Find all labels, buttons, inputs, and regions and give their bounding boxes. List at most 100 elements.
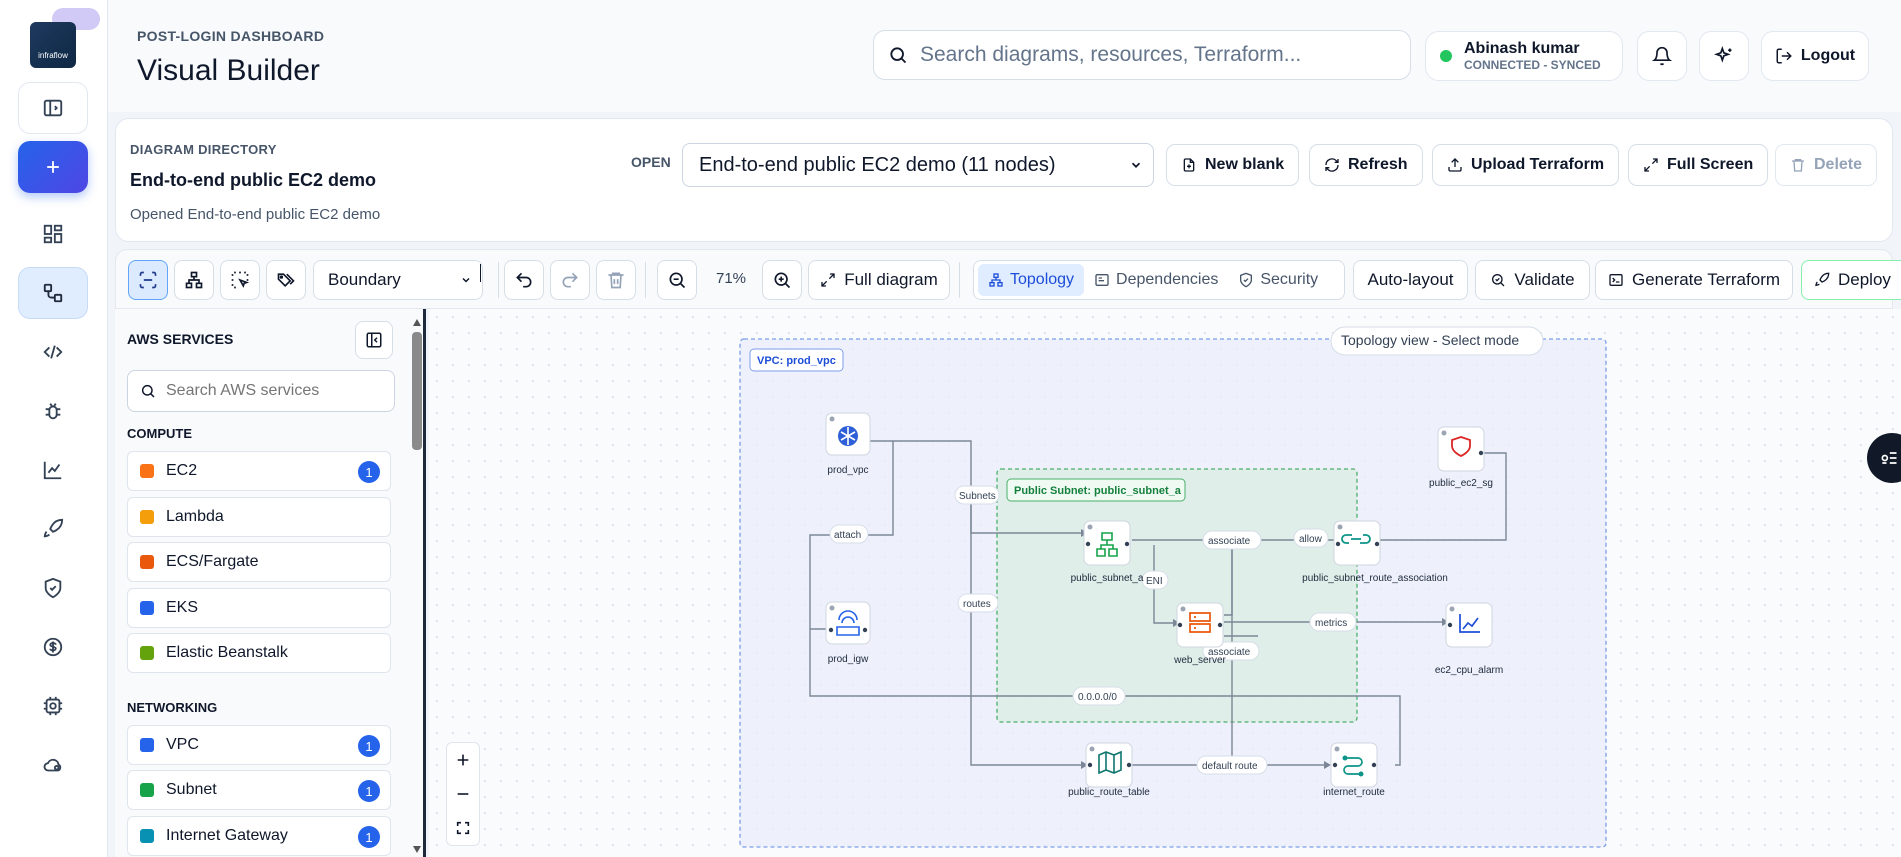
toolbar-divider bbox=[959, 262, 960, 298]
edge-label-eni: ENI bbox=[1146, 576, 1163, 587]
service-item-elastic-beanstalk[interactable]: Elastic Beanstalk bbox=[127, 633, 391, 673]
undo-button[interactable] bbox=[504, 260, 544, 300]
user-name: Abinash kumar bbox=[1464, 40, 1580, 57]
toggle-sidebar-button[interactable] bbox=[18, 82, 88, 134]
diagram-canvas[interactable]: VPC: prod_vpc Topology view - Select mod… bbox=[429, 309, 1901, 857]
service-item-lambda[interactable]: Lambda bbox=[127, 497, 391, 537]
logo-text: infraflow bbox=[38, 51, 68, 60]
redo-button[interactable] bbox=[550, 260, 590, 300]
floating-action-button[interactable] bbox=[1867, 433, 1901, 483]
tag-tool-button[interactable] bbox=[266, 260, 306, 300]
deploy-button[interactable]: Deploy bbox=[1801, 260, 1901, 300]
upload-terraform-button[interactable]: Upload Terraform bbox=[1432, 144, 1620, 186]
panel-scrollbar[interactable] bbox=[412, 316, 422, 856]
node-public-subnet-route-association[interactable]: public_subnet_route_association bbox=[1302, 520, 1448, 584]
nav-visual-builder[interactable] bbox=[18, 267, 88, 319]
zoom-in-button[interactable] bbox=[762, 260, 802, 300]
nav-debug[interactable] bbox=[18, 385, 88, 437]
aws-services-search[interactable] bbox=[127, 370, 395, 412]
subnet-boundary[interactable] bbox=[996, 468, 1358, 723]
search-input[interactable] bbox=[920, 43, 1390, 67]
diagram-select[interactable]: End-to-end public EC2 demo (11 nodes) bbox=[682, 143, 1154, 187]
global-search[interactable] bbox=[873, 30, 1411, 80]
node-internet-route[interactable]: internet_route bbox=[1323, 742, 1385, 798]
service-item-eks[interactable]: EKS bbox=[127, 588, 391, 628]
tab-topology-label: Topology bbox=[1010, 271, 1075, 288]
new-blank-button[interactable]: New blank bbox=[1166, 144, 1300, 186]
node-prod-igw[interactable]: prod_igw bbox=[825, 601, 871, 665]
node-public-subnet-a[interactable]: public_subnet_a bbox=[1071, 520, 1144, 584]
node-label: internet_route bbox=[1323, 787, 1385, 798]
nav-security[interactable] bbox=[18, 562, 88, 614]
nav-analytics[interactable] bbox=[18, 444, 88, 496]
node-public-route-table[interactable]: public_route_table bbox=[1068, 742, 1150, 798]
nav-dashboard[interactable] bbox=[18, 208, 88, 260]
ai-assist-button[interactable] bbox=[1699, 31, 1749, 81]
view-mode-pill bbox=[1330, 326, 1544, 356]
user-status-card[interactable]: Abinash kumar CONNECTED - SYNCED bbox=[1425, 31, 1623, 81]
node-label: public_subnet_route_association bbox=[1302, 573, 1448, 584]
tab-topology[interactable]: Topology bbox=[978, 264, 1085, 296]
boundary-select[interactable]: Boundary bbox=[313, 260, 483, 300]
scrollbar-graphic bbox=[412, 319, 422, 853]
delete-node-button[interactable] bbox=[596, 260, 636, 300]
code-icon bbox=[43, 345, 63, 359]
aws-services-search-input[interactable] bbox=[166, 382, 386, 400]
create-button[interactable] bbox=[18, 141, 88, 193]
node-ec2-cpu-alarm[interactable]: ec2_cpu_alarm bbox=[1435, 602, 1503, 676]
arrowhead bbox=[1324, 761, 1331, 769]
fit-view-button[interactable] bbox=[447, 811, 479, 845]
marquee-tool-button[interactable] bbox=[220, 260, 260, 300]
search-icon bbox=[141, 384, 155, 398]
trash-icon bbox=[1792, 159, 1804, 172]
nav-code[interactable] bbox=[18, 326, 88, 378]
node-public-ec2-sg[interactable]: public_ec2_sg bbox=[1429, 426, 1493, 489]
rocket-icon bbox=[43, 518, 64, 538]
tab-dependencies[interactable]: Dependencies bbox=[1084, 264, 1228, 296]
networking-section-title: NETWORKING bbox=[127, 700, 218, 715]
edge-vpc-igw bbox=[809, 441, 894, 630]
chevron-down-icon bbox=[1131, 162, 1141, 168]
app-logo[interactable]: infraflow bbox=[30, 22, 76, 68]
tab-dependencies-label: Dependencies bbox=[1116, 271, 1219, 288]
logout-icon bbox=[1776, 48, 1792, 64]
node-prod-vpc[interactable]: prod_vpc bbox=[825, 412, 871, 476]
rocket-icon bbox=[1815, 272, 1830, 287]
service-color-swatch bbox=[140, 829, 154, 843]
nav-cost[interactable] bbox=[18, 621, 88, 673]
full-diagram-button[interactable]: Full diagram bbox=[808, 260, 950, 300]
diagram-status: Opened End-to-end public EC2 demo bbox=[130, 206, 381, 223]
expand-icon bbox=[1644, 158, 1658, 172]
connect-tool-button[interactable] bbox=[174, 260, 214, 300]
refresh-button[interactable]: Refresh bbox=[1309, 144, 1423, 186]
canvas-toolbar: Boundary 71% Full diagram Topology Depen… bbox=[115, 249, 1901, 309]
edge-label-default-route: default route bbox=[1202, 761, 1258, 772]
service-label: ECS/Fargate bbox=[166, 553, 259, 570]
canvas-zoom-in-button[interactable] bbox=[447, 743, 479, 777]
zoom-out-button[interactable] bbox=[657, 260, 697, 300]
auto-layout-button[interactable]: Auto-layout bbox=[1353, 260, 1468, 300]
service-count-badge: 1 bbox=[358, 461, 380, 483]
node-web-server[interactable]: web_server bbox=[1173, 602, 1227, 666]
validate-button[interactable]: Validate bbox=[1475, 260, 1590, 300]
select-tool-button[interactable] bbox=[128, 260, 168, 300]
generate-terraform-button[interactable]: Generate Terraform bbox=[1595, 260, 1793, 300]
marquee-pointer-icon bbox=[231, 271, 250, 289]
full-screen-button[interactable]: Full Screen bbox=[1628, 144, 1769, 186]
nav-settings[interactable] bbox=[18, 680, 88, 732]
collapse-panel-button[interactable] bbox=[355, 321, 393, 359]
nav-deploy[interactable] bbox=[18, 503, 88, 555]
node-label: public_route_table bbox=[1068, 787, 1150, 798]
notifications-button[interactable] bbox=[1637, 31, 1687, 81]
nav-cloud[interactable] bbox=[18, 739, 88, 791]
tab-security[interactable]: Security bbox=[1228, 264, 1328, 296]
delete-button[interactable]: Delete bbox=[1775, 144, 1878, 186]
redo-icon bbox=[562, 272, 578, 288]
logout-button[interactable]: Logout bbox=[1761, 31, 1869, 81]
canvas-zoom-out-button[interactable] bbox=[447, 777, 479, 811]
service-item-ecs-fargate[interactable]: ECS/Fargate bbox=[127, 542, 391, 582]
